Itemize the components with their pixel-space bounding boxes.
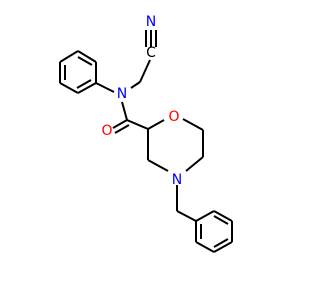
bond-methylene-nitrile-carbon <box>139 59 151 83</box>
bond <box>182 118 204 131</box>
bond <box>185 156 204 172</box>
bond-phenyl-amide-nitrogen <box>95 82 115 93</box>
bond-amide-nitrogen-methylene <box>130 81 141 89</box>
atom-label-carbonyl-oxygen: O <box>101 123 112 139</box>
bond <box>59 50 79 63</box>
bond <box>213 241 233 253</box>
phenyl-ring-top <box>59 50 97 94</box>
bond <box>76 79 92 89</box>
bond <box>77 50 97 63</box>
molecule-drawing: N C N O O N <box>59 14 233 253</box>
carbonyl-double-bond <box>112 119 130 134</box>
bond <box>147 159 169 172</box>
bond <box>213 215 229 225</box>
bond <box>213 238 229 248</box>
bond <box>77 56 93 66</box>
atom-label-ring-oxygen: O <box>168 109 179 125</box>
morpholine-ring <box>147 118 204 172</box>
bond-benzyl-phenyl <box>176 210 197 222</box>
atom-label-ring-nitrogen: N <box>172 172 182 188</box>
phenyl-ring-bottom <box>195 210 233 253</box>
atom-label-nitrile-carbon: C <box>146 45 156 61</box>
bond <box>112 119 128 129</box>
bond <box>59 82 79 94</box>
atom-label-nitrile-nitrogen: N <box>146 14 156 30</box>
atom-label-amide-nitrogen: N <box>117 86 127 102</box>
bond-amide-nitrogen-carbonyl <box>121 101 128 121</box>
bond <box>195 210 215 222</box>
bond <box>114 124 130 134</box>
bond <box>147 119 165 130</box>
bond-carbonyl-ring <box>126 119 149 130</box>
bond <box>77 82 97 94</box>
bond <box>213 210 233 222</box>
chemical-structure: N C N O O N <box>59 14 233 253</box>
nitrile-triple-bond <box>145 30 157 47</box>
bond <box>195 241 215 253</box>
